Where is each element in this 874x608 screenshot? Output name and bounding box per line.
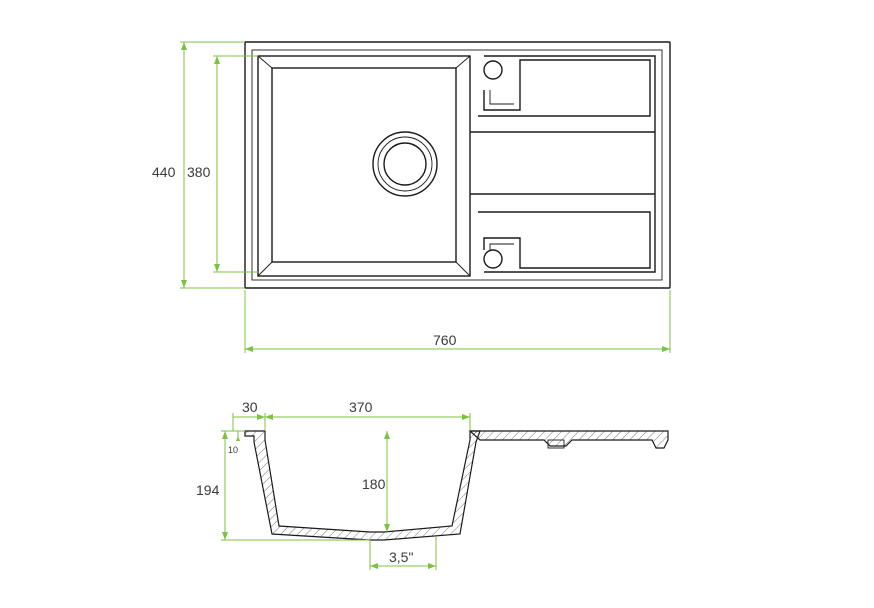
- dim-label-30: 30: [242, 399, 258, 415]
- section-view-dimensions: 30 370 194 10 180 3,5": [196, 399, 471, 570]
- dim-label-drain: 3,5": [389, 549, 413, 565]
- dim-label-440: 440: [152, 164, 176, 180]
- dim-label-370: 370: [349, 399, 373, 415]
- dim-label-194: 194: [196, 482, 220, 498]
- top-view-dimensions: 440 380 760: [152, 41, 671, 353]
- drain: [372, 131, 438, 197]
- sink-outer-outline: [244, 41, 671, 289]
- section-view: [244, 430, 669, 541]
- bowl: [257, 55, 471, 277]
- drainer-profile: [468, 430, 669, 449]
- tap-hole-top: [483, 60, 503, 80]
- top-view: [244, 41, 671, 289]
- drainer-board: [470, 55, 656, 273]
- dim-label-380: 380: [187, 164, 211, 180]
- sink-inner-rim: [251, 49, 663, 281]
- dim-label-180: 180: [362, 476, 386, 492]
- dim-label-10: 10: [228, 445, 238, 455]
- dim-label-760: 760: [433, 332, 457, 348]
- tap-hole-bottom: [483, 249, 503, 269]
